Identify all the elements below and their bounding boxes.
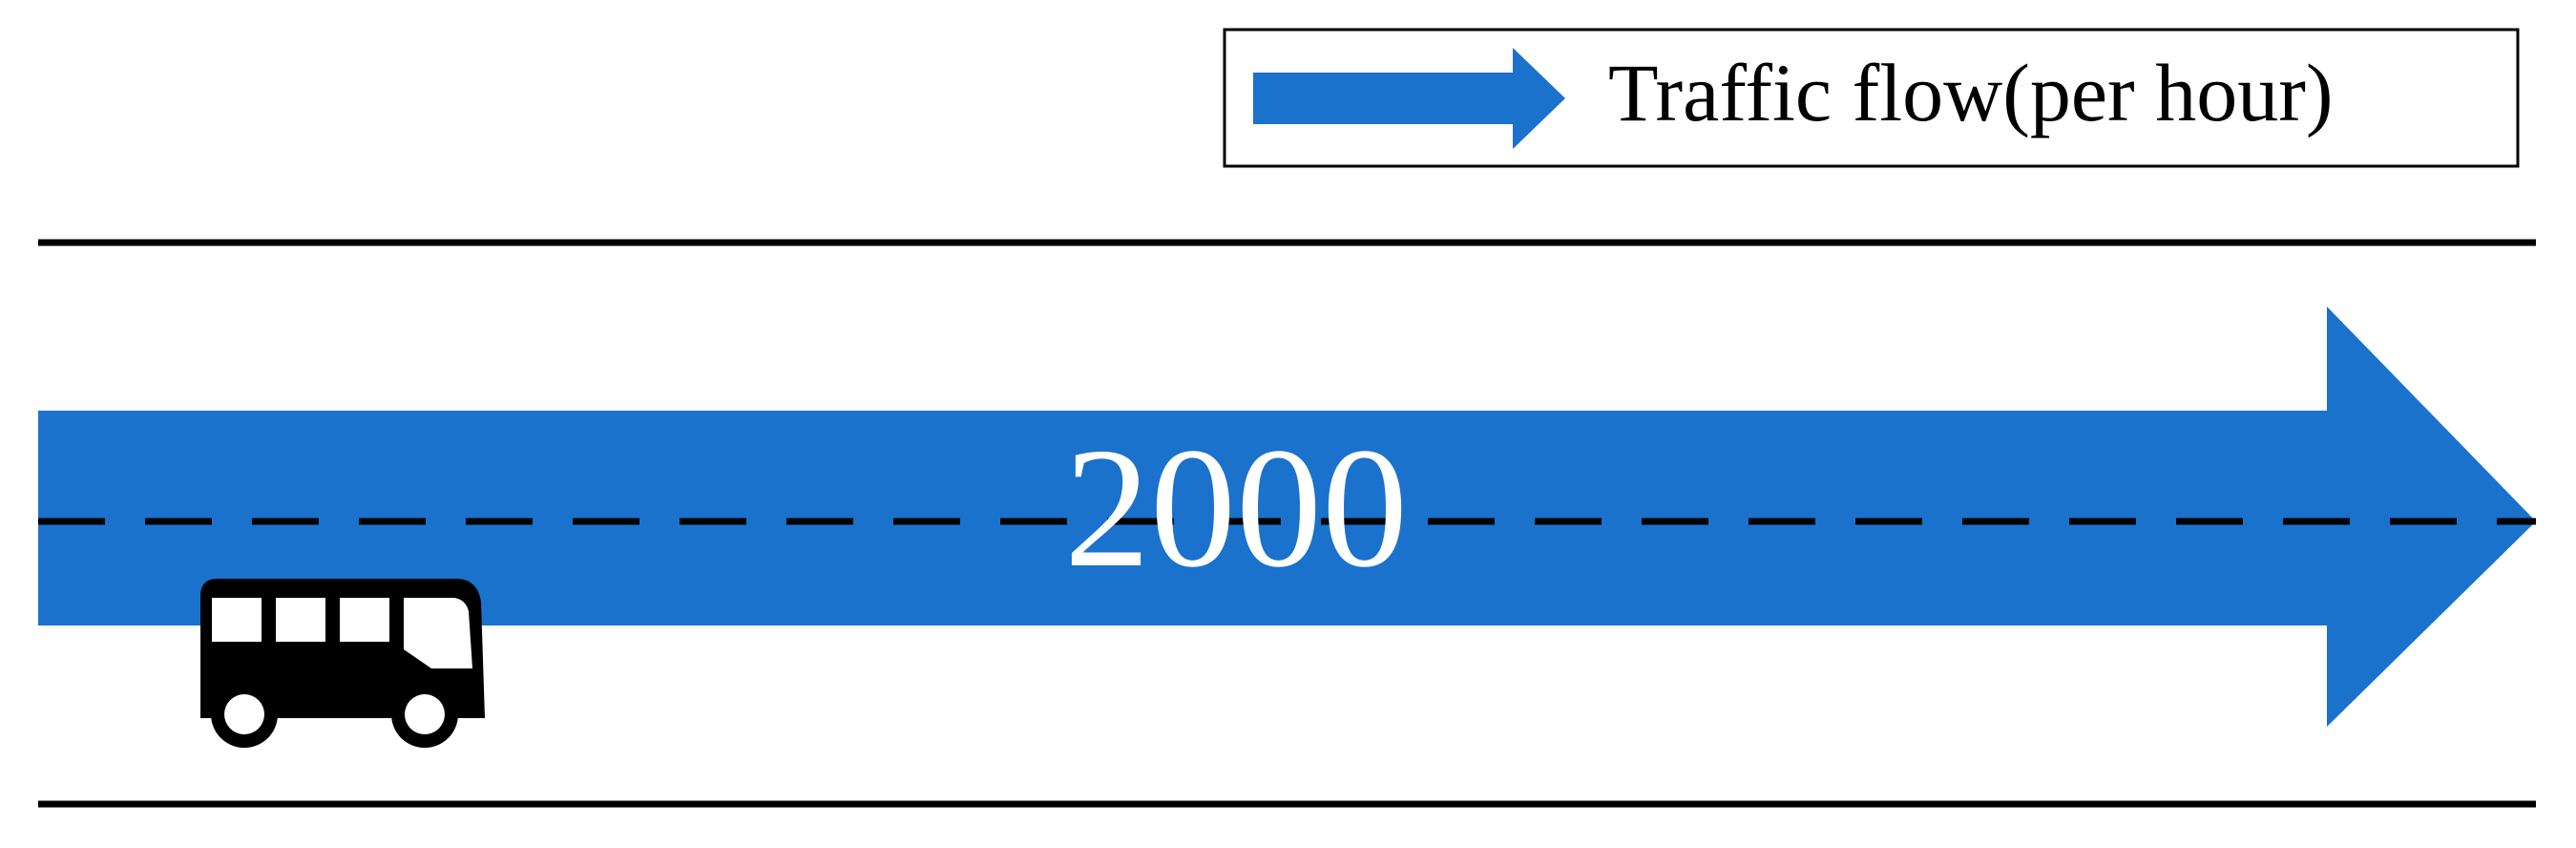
bus-hubcap <box>405 694 445 734</box>
bus-hubcap <box>224 694 264 734</box>
bus-window <box>212 598 262 642</box>
flow-arrow <box>38 307 2536 727</box>
bus-icon <box>200 579 485 748</box>
bus-window <box>276 598 325 642</box>
bus-windshield <box>404 598 472 668</box>
flow-value-label: 2000 <box>1064 413 1408 603</box>
bus-window <box>340 598 389 642</box>
legend: Traffic flow(per hour) <box>1223 28 2520 168</box>
right-arrow-icon <box>1253 48 1565 149</box>
legend-label: Traffic flow(per hour) <box>1608 47 2333 138</box>
